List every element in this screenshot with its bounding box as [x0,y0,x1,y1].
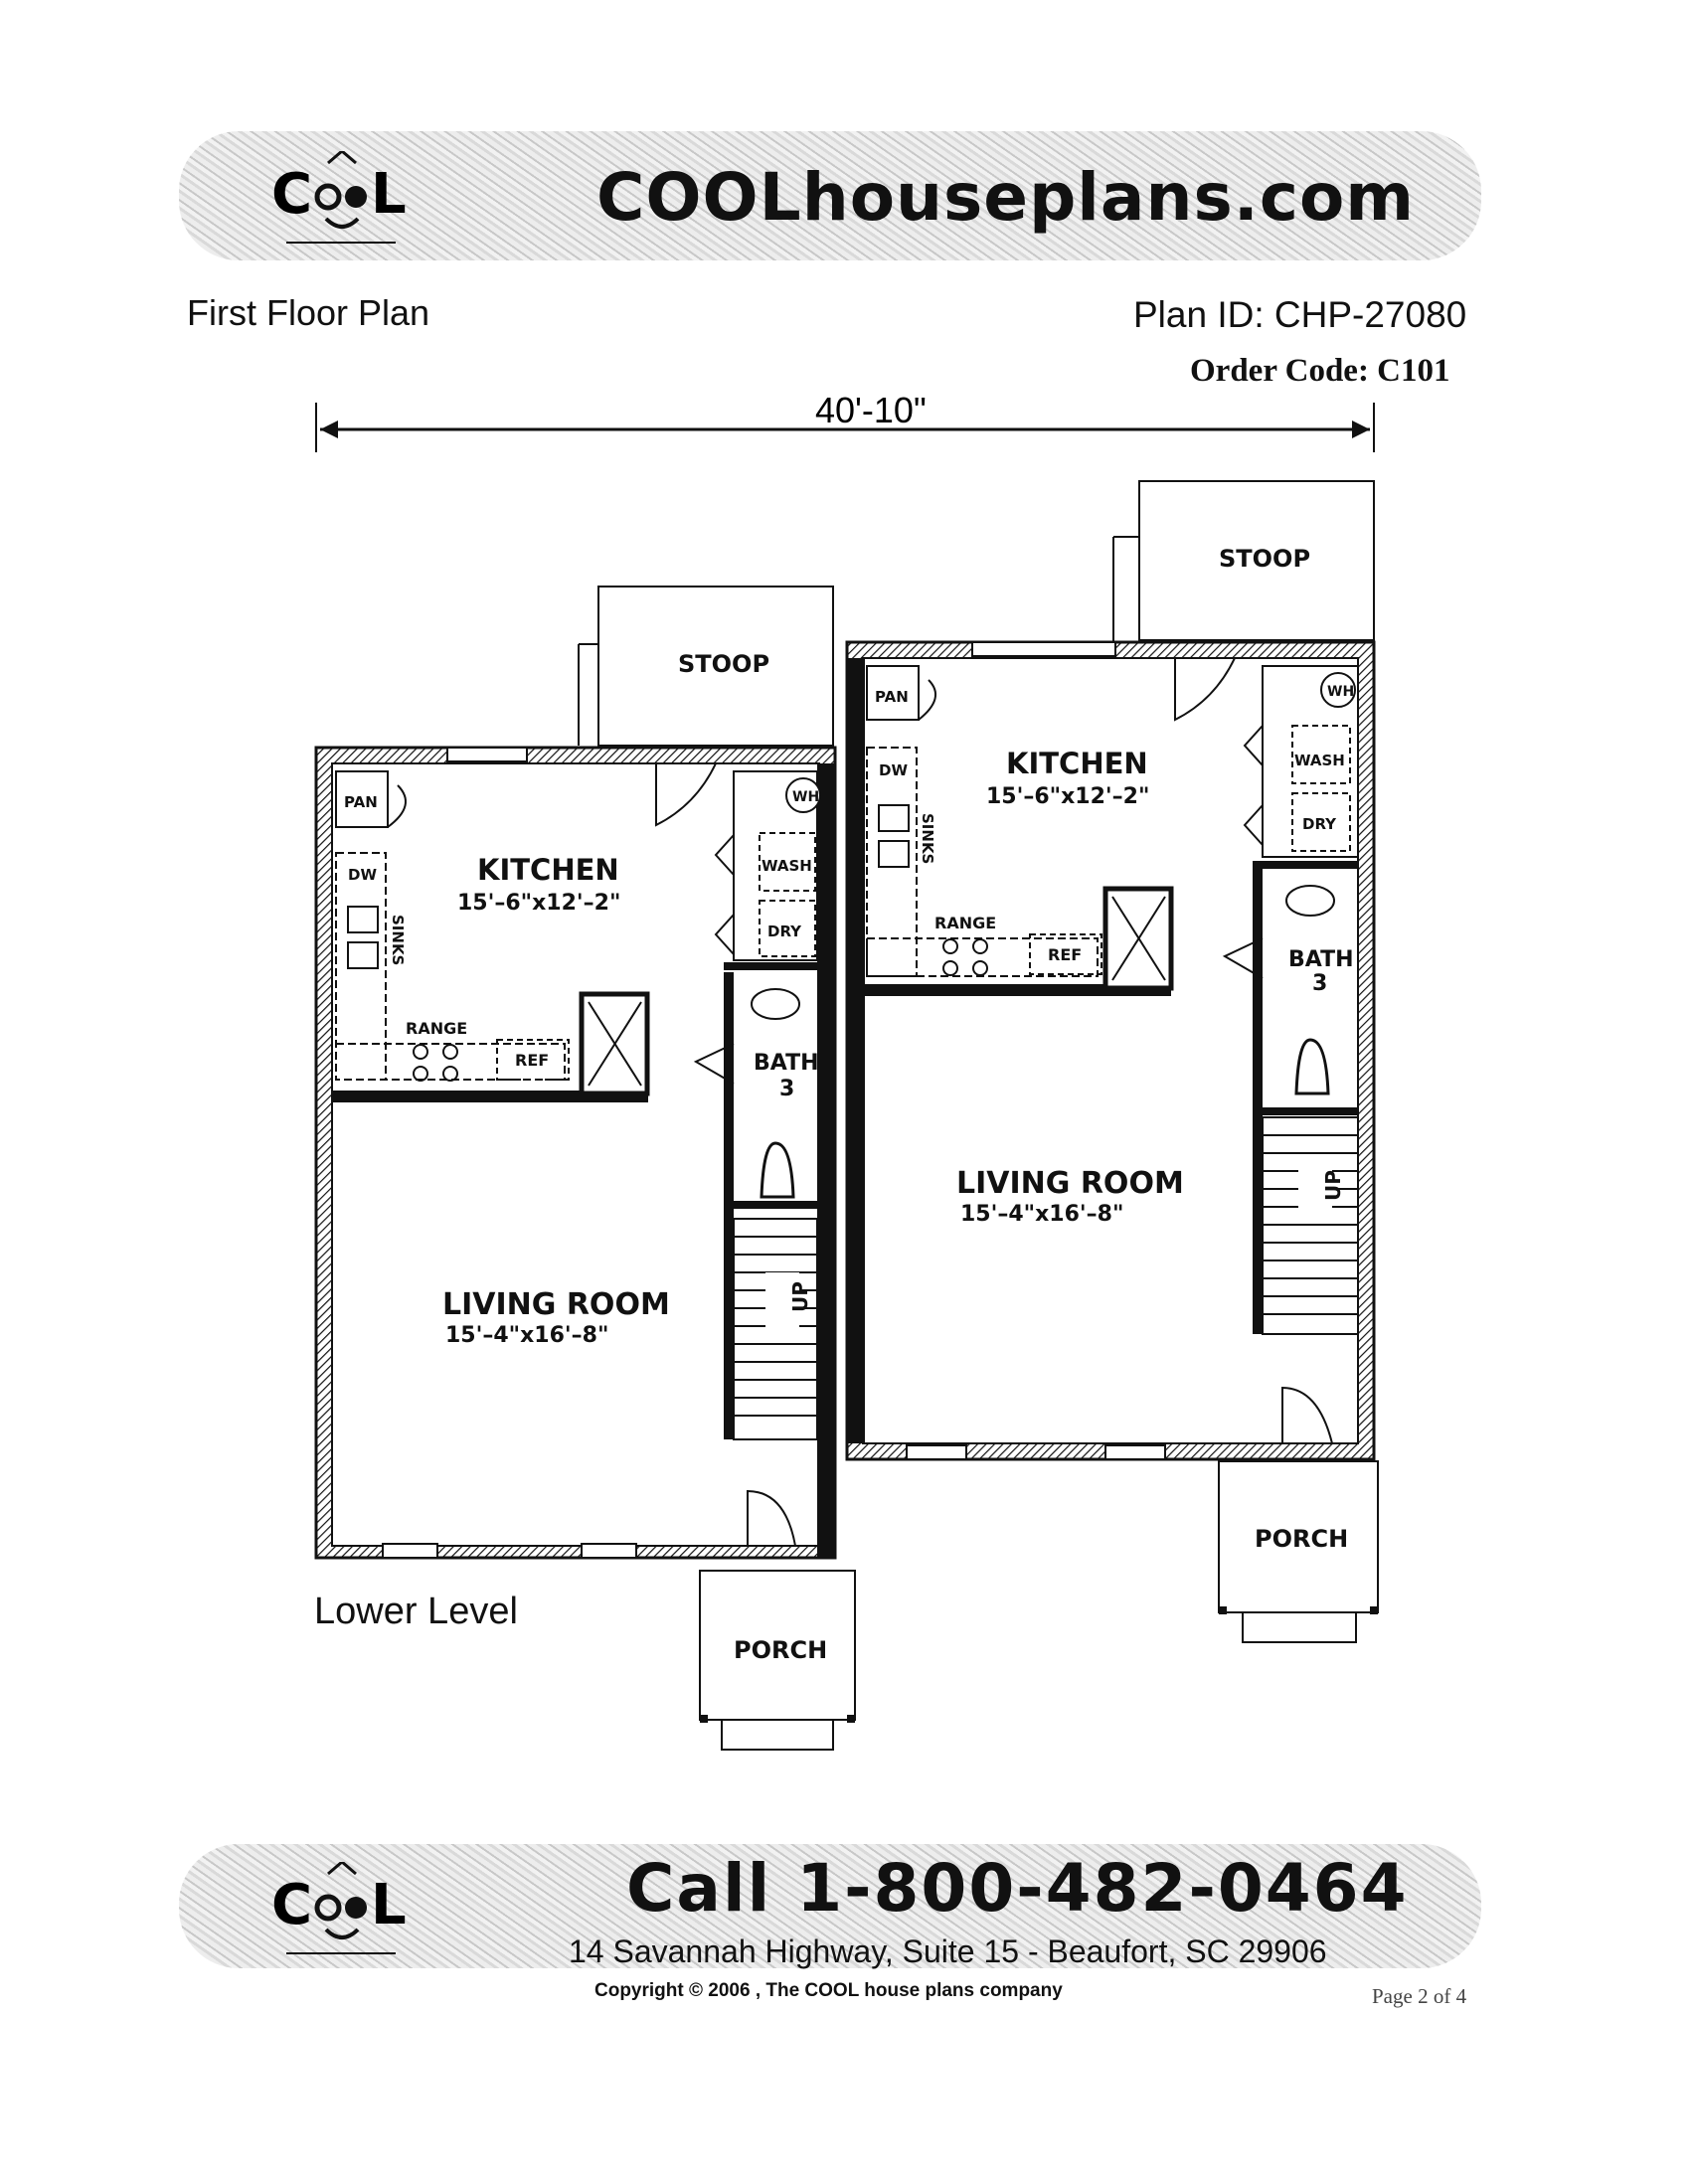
cool-logo: C L [266,1860,416,1961]
wash-label: WASH [762,857,812,875]
ref-label: REF [1048,945,1082,964]
dw-label: DW [879,761,908,779]
living-label: LIVING ROOM [442,1287,670,1322]
unit-right: STOOP PAN DW SINKS RANGE REF KI [845,480,1379,1643]
kitchen-size: 15'–6"x12'–2" [457,891,620,916]
sinks-label: SINKS [389,915,407,965]
bath-label: BATH [754,1051,819,1076]
living-size: 15'–4"x16'–8" [445,1323,608,1348]
wh-label: WH [792,789,819,805]
kitchen-label: KITCHEN [1006,747,1148,780]
svg-text:C: C [271,162,312,227]
ref-label: REF [515,1051,549,1070]
footer-banner: C L Call 1-800-482-0464 14 Savannah High… [179,1844,1481,1969]
range-label: RANGE [406,1019,467,1038]
pan-label: PAN [875,688,909,706]
dimension-label: 40'-10" [815,390,927,430]
stoop-label: STOOP [678,650,769,678]
up-label: UP [788,1281,812,1312]
living-label: LIVING ROOM [956,1166,1184,1201]
stoop-label: STOOP [1219,545,1310,573]
wash-label: WASH [1294,752,1345,769]
sinks-label: SINKS [919,813,936,864]
header-banner: C L COOLhouseplans.com [179,131,1481,260]
svg-text:L: L [371,1873,407,1937]
kitchen-size: 15'–6"x12'–2" [986,784,1149,809]
dry-label: DRY [1302,815,1337,833]
phone-number: Call 1-800-482-0464 [626,1850,1409,1927]
page-number: Page 2 of 4 [1372,1984,1467,2008]
site-name: COOLhouseplans.com [596,159,1416,236]
level-label: Lower Level [314,1591,518,1632]
up-label: UP [1321,1170,1345,1201]
living-size: 15'–4"x16'–8" [960,1202,1123,1227]
plan-id: Plan ID: CHP-27080 [1133,294,1467,335]
dw-label: DW [348,866,377,884]
cool-logo: C L [266,149,416,251]
dimension-line: 40'-10" [315,390,1375,452]
order-code: Order Code: C101 [1190,353,1450,389]
svg-text:C: C [271,1873,312,1937]
unit-left: STOOP PAN DW SINKS RANGE REF [314,586,856,1751]
copyright: Copyright © 2006 , The COOL house plans … [594,1980,1063,2001]
porch-label: PORCH [1255,1525,1348,1553]
porch-label: PORCH [734,1636,827,1664]
range-label: RANGE [934,914,996,932]
svg-text:L: L [371,162,407,227]
address: 14 Savannah Highway, Suite 15 - Beaufort… [569,1933,1327,1969]
plan-title: First Floor Plan [187,292,430,333]
bath-label: BATH [1288,947,1354,972]
pan-label: PAN [344,793,378,811]
bath-number: 3 [779,1077,794,1101]
bath-number: 3 [1312,971,1327,996]
wh-label: WH [1327,684,1354,700]
kitchen-label: KITCHEN [477,853,619,887]
dry-label: DRY [767,923,802,940]
